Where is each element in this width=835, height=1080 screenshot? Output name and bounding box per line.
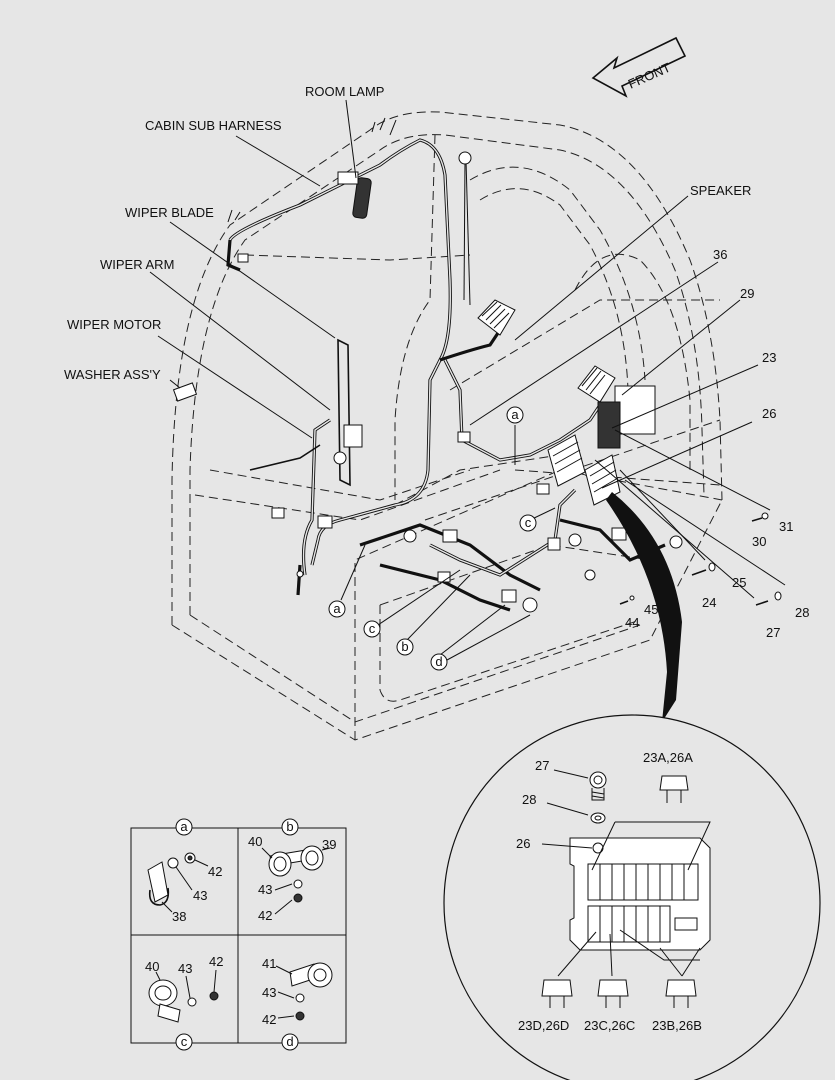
label-part-27: 27 — [766, 625, 780, 640]
table-ref-a: a — [180, 819, 188, 834]
front-label: FRONT — [626, 60, 673, 92]
table-b-43: 43 — [258, 882, 272, 897]
table-b-42: 42 — [258, 908, 272, 923]
label-part-24: 24 — [702, 595, 716, 610]
label-washer-assy: WASHER ASS'Y — [64, 367, 161, 382]
controller-29 — [597, 385, 656, 449]
table-a-43: 43 — [193, 888, 207, 903]
table-c-43: 43 — [178, 961, 192, 976]
washer-assy — [172, 382, 198, 402]
ref-b-bottom: b — [401, 639, 408, 654]
cabin-frame — [171, 111, 723, 741]
fuse-detail: 27 28 26 23A,26A 23D,26D 23C,26C 23B,26B — [443, 714, 821, 1080]
table-b-40: 40 — [248, 834, 262, 849]
clamp-table: a 42 43 38 b 40 39 43 42 c 40 43 — [130, 818, 347, 1051]
fuse-boxes — [547, 434, 621, 506]
label-wiper-blade: WIPER BLADE — [125, 205, 214, 220]
front-arrow: FRONT — [591, 36, 687, 98]
label-part-36: 36 — [713, 247, 727, 262]
detail-label-26: 26 — [516, 836, 530, 851]
label-cabin-sub-harness: CABIN SUB HARNESS — [145, 118, 282, 133]
detail-label-27: 27 — [535, 758, 549, 773]
pedal-left — [477, 299, 516, 336]
label-part-29: 29 — [740, 286, 754, 301]
label-part-30: 30 — [752, 534, 766, 549]
detail-label-23d: 23D,26D — [518, 1018, 569, 1033]
harness — [226, 117, 666, 612]
detail-label-28: 28 — [522, 792, 536, 807]
table-d-43: 43 — [262, 985, 276, 1000]
table-ref-d: d — [286, 1034, 293, 1049]
detail-label-23b: 23B,26B — [652, 1018, 702, 1033]
wiper-assembly — [249, 338, 363, 487]
label-part-26: 26 — [762, 406, 776, 421]
table-b-39: 39 — [322, 837, 336, 852]
table-d-41: 41 — [262, 956, 276, 971]
label-part-25: 25 — [732, 575, 746, 590]
clamp-refs: a c a c b d — [328, 406, 537, 671]
detail-label-23c: 23C,26C — [584, 1018, 635, 1033]
table-ref-b: b — [286, 819, 293, 834]
label-wiper-arm: WIPER ARM — [100, 257, 174, 272]
ref-c-mid: c — [525, 515, 532, 530]
table-ref-c: c — [181, 1034, 188, 1049]
ref-c-bottom: c — [369, 621, 376, 636]
ref-d-bottom: d — [435, 654, 442, 669]
room-lamp — [337, 171, 372, 219]
label-part-45: 45 — [644, 602, 658, 617]
label-wiper-motor: WIPER MOTOR — [67, 317, 161, 332]
ref-a-bottom: a — [333, 601, 341, 616]
detail-arrow — [606, 492, 682, 722]
label-part-28: 28 — [795, 605, 809, 620]
connectors — [237, 253, 683, 613]
label-part-31: 31 — [779, 519, 793, 534]
ref-a-top: a — [511, 407, 519, 422]
label-speaker: SPEAKER — [690, 183, 751, 198]
label-part-23: 23 — [762, 350, 776, 365]
callout-labels: ROOM LAMP CABIN SUB HARNESS WIPER BLADE … — [64, 84, 809, 640]
table-c-42: 42 — [209, 954, 223, 969]
hardware-right — [619, 512, 782, 606]
table-a-42: 42 — [208, 864, 222, 879]
table-d-42: 42 — [262, 1012, 276, 1027]
leader-lines — [149, 99, 786, 661]
table-a-38: 38 — [172, 909, 186, 924]
pedal-right — [577, 365, 616, 403]
table-c-40: 40 — [145, 959, 159, 974]
label-room-lamp: ROOM LAMP — [305, 84, 384, 99]
detail-label-23a: 23A,26A — [643, 750, 693, 765]
label-part-44: 44 — [625, 615, 639, 630]
